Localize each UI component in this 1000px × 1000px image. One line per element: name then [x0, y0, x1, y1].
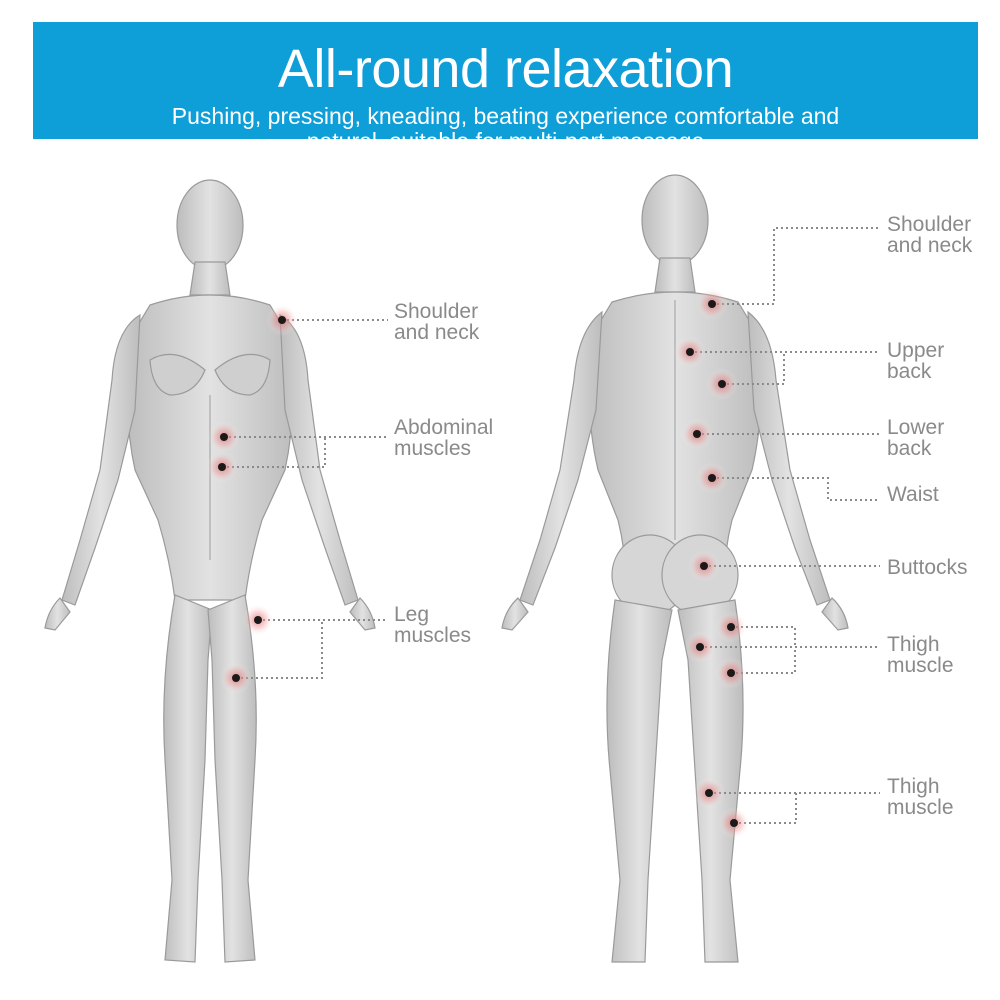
label-back-waist: Waist: [887, 483, 939, 506]
label-back-buttocks: Buttocks: [887, 556, 968, 579]
label-front-shoulder-neck: Shoulder and neck: [394, 300, 480, 344]
leader-back-thigh-2b: [734, 793, 797, 824]
point-back-upper-1: [674, 336, 706, 368]
banner-subtitle-line2: natural, suitable for multi-part massage: [306, 128, 705, 154]
point-back-upper-2: [706, 368, 738, 400]
label-back-lower-back: Lower back: [887, 416, 945, 460]
leader-back-thigh-1c: [731, 647, 796, 674]
label-back-thigh-muscle-1: Thigh muscle: [887, 633, 954, 677]
point-front-leg-2: [220, 662, 252, 694]
point-front-shoulder: [266, 304, 298, 336]
label-back-shoulder-neck: Shoulder and neck: [887, 213, 973, 257]
leader-lines: [222, 227, 880, 824]
banner-subtitle: Pushing, pressing, kneading, beating exp…: [93, 104, 918, 154]
leader-back-shoulder: [712, 227, 880, 305]
point-back-buttocks: [688, 550, 720, 582]
leader-back-upper-2: [722, 352, 785, 385]
massage-points: [206, 288, 750, 839]
label-front-abdominal: Abdominal muscles: [394, 416, 494, 460]
point-back-shoulder: [696, 288, 728, 320]
header-banner: All-round relaxation Pushing, pressing, …: [33, 22, 978, 154]
point-front-abdominal-1: [208, 421, 240, 453]
front-body-figure: [44, 179, 376, 963]
point-back-thigh-1a: [715, 611, 747, 643]
point-back-thigh-1c: [715, 657, 747, 689]
point-back-waist: [696, 462, 728, 494]
point-front-abdominal-2: [206, 451, 238, 483]
point-back-thigh-2b: [718, 807, 750, 839]
label-front-leg: Leg muscles: [394, 603, 472, 647]
banner-title: All-round relaxation: [277, 39, 734, 99]
leader-back-waist: [712, 477, 880, 501]
label-back-upper-back: Upper back: [887, 339, 945, 383]
point-back-lower: [681, 418, 713, 450]
leader-front-leg-2: [236, 620, 323, 679]
back-body-figure: [501, 174, 849, 963]
leader-back-thigh-1a: [731, 626, 796, 647]
point-front-leg-1: [242, 604, 274, 636]
label-back-thigh-muscle-2: Thigh muscle: [887, 775, 954, 819]
point-back-thigh-2a: [693, 777, 725, 809]
banner-subtitle-line1: Pushing, pressing, kneading, beating exp…: [171, 103, 840, 129]
point-back-thigh-1b: [684, 631, 716, 663]
